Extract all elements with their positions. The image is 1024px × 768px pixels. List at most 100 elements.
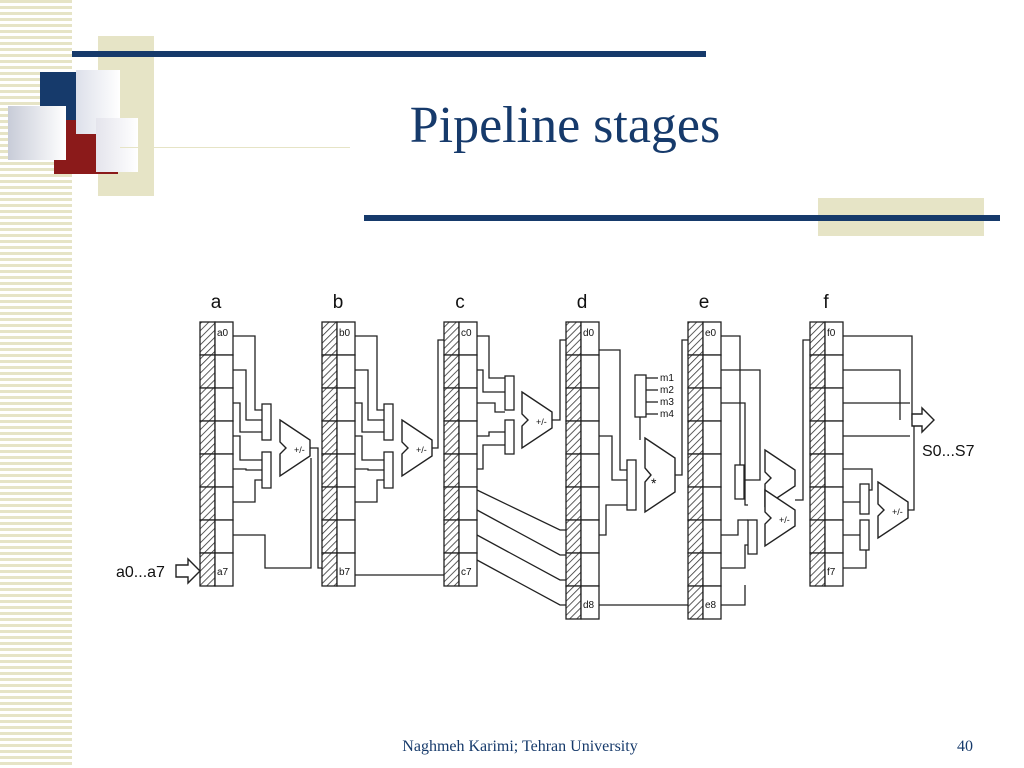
- hatched-cell: [199, 519, 216, 554]
- alu-shape: [279, 418, 311, 478]
- wire: [477, 335, 505, 379]
- hatched-cell: [687, 420, 704, 455]
- alu-label: +/-: [779, 515, 790, 525]
- register-column-f: [809, 321, 844, 587]
- wire: [908, 420, 915, 511]
- hatched-cell: [687, 321, 704, 356]
- wire: [355, 479, 384, 503]
- register-cell: [580, 552, 600, 587]
- wire: [355, 369, 384, 421]
- hatched-cell: [565, 486, 582, 521]
- register-cell: [824, 387, 844, 422]
- slide-title: Pipeline stages: [409, 97, 721, 154]
- hatched-cell: [321, 519, 338, 554]
- wire: [476, 534, 566, 581]
- wire: [233, 458, 312, 569]
- hatched-cell: [199, 321, 216, 356]
- register-column-c: [443, 321, 478, 587]
- register-cell: [336, 519, 356, 554]
- wire: [476, 559, 566, 606]
- adder-input-register: [261, 403, 272, 441]
- wire: [233, 335, 262, 411]
- alu-label: +/-: [892, 507, 903, 517]
- alu-shape: [764, 488, 796, 548]
- register-cell: [458, 387, 478, 422]
- register-label-d0: d0: [583, 328, 595, 339]
- register-cell: [580, 387, 600, 422]
- register-cell: [580, 486, 600, 521]
- register-cell: [580, 585, 600, 620]
- register-column-b: [321, 321, 356, 587]
- hatched-cell: [565, 387, 582, 422]
- register-cell: [214, 453, 234, 488]
- multiplier-unit: *: [644, 436, 676, 514]
- wire: [233, 402, 262, 433]
- register-cell: [702, 387, 722, 422]
- hatched-cell: [321, 486, 338, 521]
- register-cell: [214, 387, 234, 422]
- adder-input-register: [383, 451, 394, 489]
- hatched-cell: [687, 387, 704, 422]
- stage-label-b: b: [333, 292, 344, 313]
- register-cell: [336, 453, 356, 488]
- register-cell: [580, 420, 600, 455]
- stage-label-f: f: [823, 292, 829, 313]
- wire: [552, 339, 566, 421]
- register-cell: [336, 486, 356, 521]
- hatched-cell: [199, 420, 216, 455]
- add-sub-unit-e2: +/-: [764, 488, 796, 548]
- adder-input-register: [383, 403, 394, 441]
- wire: [599, 349, 627, 471]
- wire: [233, 435, 262, 461]
- stage-label-e: e: [699, 292, 710, 313]
- register-cell: [336, 552, 356, 587]
- hatched-cell: [687, 585, 704, 620]
- input-arrow-shape: [175, 557, 201, 585]
- hatched-cell: [565, 354, 582, 389]
- adder-input-register: [261, 451, 272, 489]
- adder-input-register: [859, 483, 870, 515]
- add-sub-unit-a: +/-: [279, 418, 311, 478]
- hatched-cell: [199, 486, 216, 521]
- hatched-cell: [321, 453, 338, 488]
- hatched-cell: [809, 519, 826, 554]
- register-label-f0: f0: [827, 328, 836, 339]
- register-column-d: [565, 321, 600, 620]
- register-cell: [336, 420, 356, 455]
- stage-label-a: a: [211, 292, 222, 313]
- register-cell: [580, 453, 600, 488]
- hatched-cell: [565, 585, 582, 620]
- register-label-b7: b7: [339, 567, 351, 578]
- hatched-cell: [443, 321, 460, 356]
- stage-label-c: c: [455, 292, 465, 313]
- hatched-cell: [443, 453, 460, 488]
- constant-label-m3: m3: [660, 397, 674, 408]
- register-label-c0: c0: [461, 328, 472, 339]
- hatched-cell: [687, 453, 704, 488]
- hatched-cell: [809, 552, 826, 587]
- register-cell: [214, 486, 234, 521]
- wire: [233, 468, 262, 471]
- wire: [721, 369, 761, 481]
- hatched-cell: [321, 552, 338, 587]
- wire: [477, 402, 505, 413]
- wire: [721, 585, 746, 606]
- register-cell: [214, 552, 234, 587]
- hatched-cell: [321, 354, 338, 389]
- alu-label: +/-: [536, 417, 547, 427]
- wire: [843, 335, 913, 420]
- wire: [675, 339, 688, 476]
- wire: [355, 468, 384, 471]
- wire: [599, 435, 627, 481]
- multiplier-label: *: [651, 475, 657, 491]
- hatched-cell: [321, 420, 338, 455]
- alu-label: +/-: [294, 445, 305, 455]
- register-column-e: [687, 321, 722, 620]
- register-cell: [458, 420, 478, 455]
- wire: [355, 335, 384, 411]
- adder-input-register: [747, 519, 758, 555]
- wire: [233, 369, 262, 421]
- register-cell: [824, 420, 844, 455]
- hatched-cell: [321, 321, 338, 356]
- hatched-cell: [321, 387, 338, 422]
